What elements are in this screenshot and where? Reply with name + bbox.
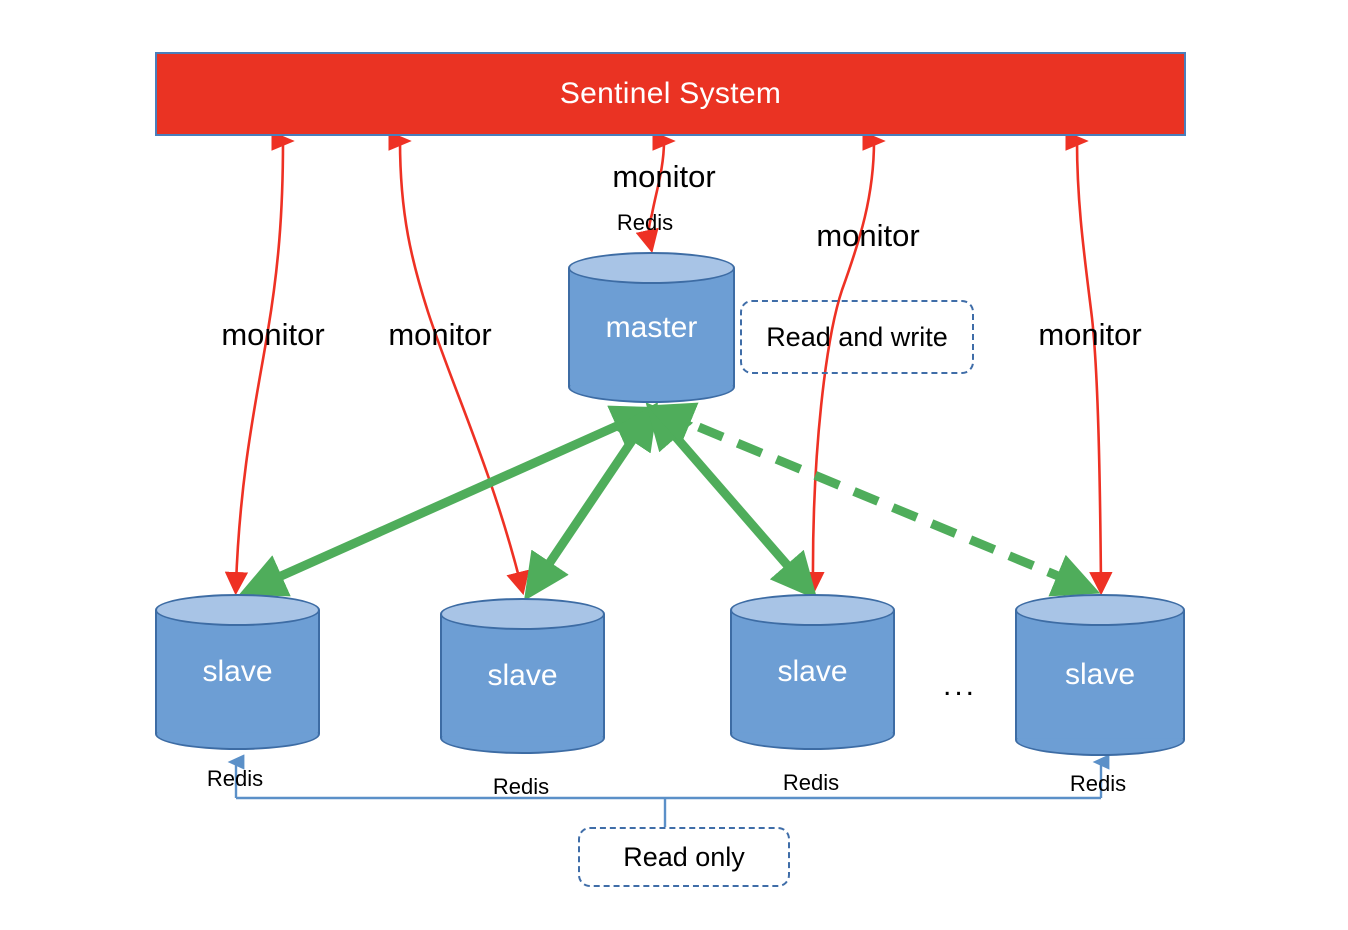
replication-line-slave-3: [645, 402, 818, 600]
read-and-write-label: Read and write: [766, 321, 948, 352]
slave-1-cylinder-body: [155, 610, 320, 734]
monitor-line-master: [635, 131, 676, 254]
slave-2-cylinder-top: [440, 598, 605, 630]
slave-1-cylinder-top: [155, 594, 320, 626]
replication-line-slave-2: [523, 402, 659, 601]
sentinel-system-label: Sentinel System: [559, 77, 782, 110]
monitor-line-slave-1: [224, 131, 295, 596]
master-cylinder-top: [568, 252, 735, 284]
redis-label-slave-2: Redis: [492, 774, 550, 799]
monitor-label-3: monitor: [816, 218, 920, 253]
redis-label-slave-1: Redis: [206, 766, 264, 791]
read-only-label: Read only: [623, 841, 745, 872]
slave-3-cylinder-top: [730, 594, 895, 626]
master-node[interactable]: master: [568, 252, 735, 403]
redis-label-slave-4: Redis: [1069, 771, 1127, 796]
slave-node-1[interactable]: slave: [155, 594, 320, 750]
slave-3-cylinder-body: [730, 610, 895, 734]
read-and-write-annotation: Read and write: [740, 300, 974, 374]
slave-node-4[interactable]: slave: [1015, 594, 1185, 756]
read-only-connector: [227, 754, 1110, 827]
read-only-annotation: Read only: [578, 827, 790, 887]
ellipsis-label: ...: [942, 669, 978, 702]
slave-node-2[interactable]: slave: [440, 598, 605, 754]
monitor-label-master: monitor: [612, 159, 716, 194]
master-cylinder-body: [568, 268, 735, 387]
slave-node-3[interactable]: slave: [730, 594, 895, 750]
monitor-label-2: monitor: [388, 317, 492, 352]
slave-4-cylinder-body: [1015, 610, 1185, 740]
replication-connectors: [238, 402, 1101, 601]
slave-2-cylinder-body: [440, 614, 605, 738]
redis-label-slave-3: Redis: [782, 770, 840, 795]
monitor-line-slave-4: [1065, 131, 1113, 596]
sentinel-system-bar[interactable]: Sentinel System: [155, 52, 1186, 136]
slave-4-cylinder-top: [1015, 594, 1185, 626]
monitor-label-4: monitor: [1038, 317, 1142, 352]
monitor-label-1: monitor: [221, 317, 325, 352]
replication-line-slave-4-dashed: [646, 402, 1101, 597]
redis-label-master: Redis: [616, 210, 674, 235]
